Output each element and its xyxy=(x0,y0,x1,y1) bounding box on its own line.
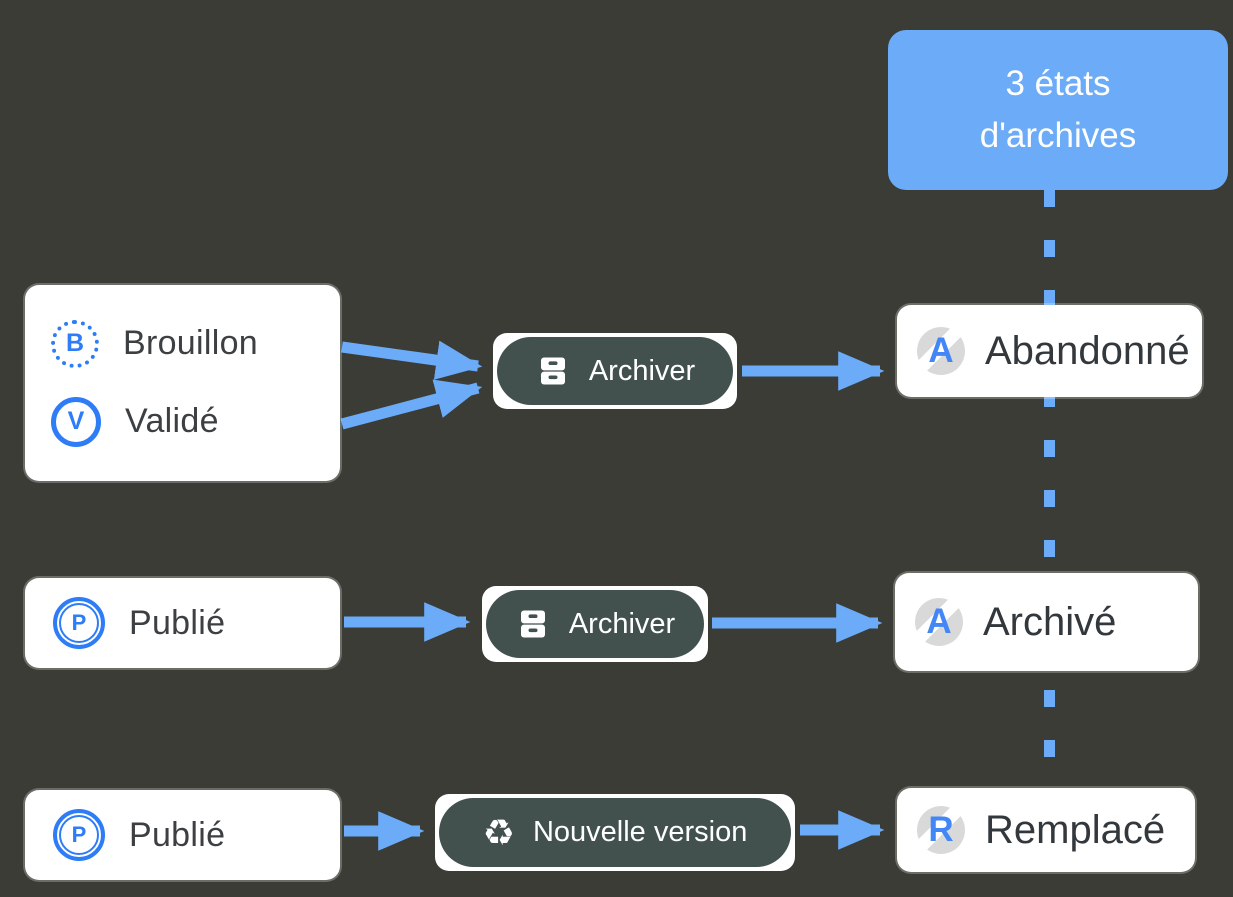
publie-card-row3: P Publié xyxy=(25,790,340,880)
state-letter: A xyxy=(926,602,952,641)
nouvelle-version-button[interactable]: ♻ Nouvelle version xyxy=(439,798,791,867)
state-label: Publié xyxy=(129,603,226,642)
state-brouillon: B Brouillon xyxy=(51,319,314,368)
state-letter: A xyxy=(928,331,954,370)
archive-card: A Archivé xyxy=(895,573,1198,671)
archiver-button-row1-wrap: Archiver xyxy=(493,333,737,409)
dashed-connector-line xyxy=(1044,190,1055,790)
replaced-broken-circle-icon: R xyxy=(917,806,965,854)
state-label: Publié xyxy=(129,815,226,854)
recycle-icon: ♻ xyxy=(482,811,515,853)
state-letter: P xyxy=(59,815,99,855)
state-label: Archivé xyxy=(983,599,1117,644)
published-double-circle-icon: P xyxy=(53,597,105,649)
archive-states-callout: 3 états d'archives xyxy=(888,30,1228,190)
archive-cabinet-icon xyxy=(520,610,545,638)
state-letter: P xyxy=(59,603,99,643)
state-letter: R xyxy=(928,810,954,849)
draft-valide-card: B Brouillon V Validé xyxy=(25,285,340,481)
button-label: Archiver xyxy=(588,354,696,387)
archiver-button-row2[interactable]: Archiver xyxy=(486,590,704,658)
draft-dotted-circle-icon: B xyxy=(51,319,99,368)
archiver-button-row2-wrap: Archiver xyxy=(482,586,708,662)
archive-cabinet-icon xyxy=(540,357,565,385)
state-valide: V Validé xyxy=(51,396,314,447)
state-label: Remplacé xyxy=(985,807,1166,852)
remplace-card: R Remplacé xyxy=(897,788,1195,872)
state-label: Abandonné xyxy=(985,328,1190,373)
abandonne-card: A Abandonné xyxy=(897,305,1202,397)
callout-line-2: d'archives xyxy=(979,116,1137,155)
published-double-circle-icon: P xyxy=(53,809,105,861)
button-label: Archiver xyxy=(568,607,676,640)
state-letter: B xyxy=(65,329,85,357)
button-label: Nouvelle version xyxy=(532,816,748,848)
validated-circle-icon: V xyxy=(51,396,101,447)
archived-broken-circle-icon: A xyxy=(915,598,963,646)
state-label: Validé xyxy=(125,402,219,440)
callout-line-1: 3 états xyxy=(1005,63,1111,103)
archiver-button-row1[interactable]: Archiver xyxy=(497,337,733,405)
abandoned-broken-circle-icon: A xyxy=(917,327,965,375)
nouvelle-version-button-wrap: ♻ Nouvelle version xyxy=(435,794,795,871)
publie-card-row2: P Publié xyxy=(25,578,340,668)
state-letter: V xyxy=(67,407,85,435)
state-label: Brouillon xyxy=(123,324,258,362)
